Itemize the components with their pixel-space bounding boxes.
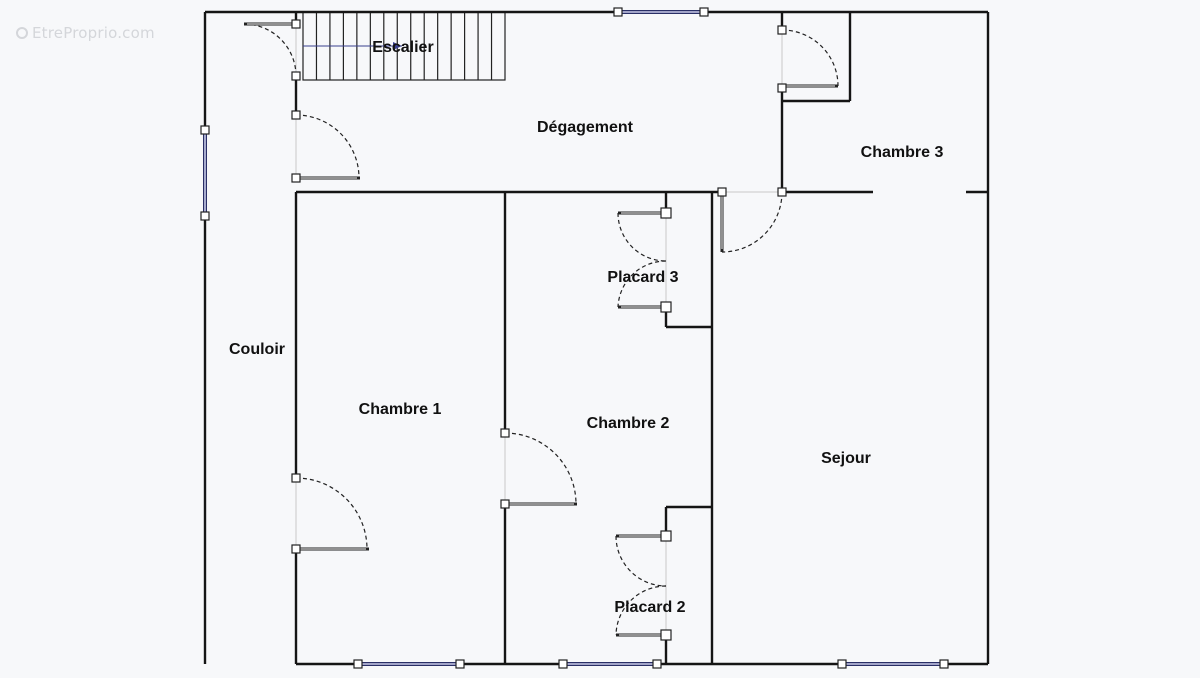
door-chambre2[interactable] xyxy=(504,432,577,506)
watermark: EtreProprio.com xyxy=(16,24,155,42)
copyright-icon xyxy=(16,27,28,39)
window-west xyxy=(200,125,210,221)
room-label-escalier: Escalier xyxy=(372,39,433,56)
room-label-placard3: Placard 3 xyxy=(607,269,678,286)
room-label-degagement: Dégagement xyxy=(537,119,634,136)
door-openings xyxy=(295,24,783,635)
door-corridor[interactable] xyxy=(295,114,360,180)
watermark-text: EtreProprio.com xyxy=(32,24,155,42)
stair-arrow-icon xyxy=(393,42,402,50)
window-south-sejour xyxy=(837,659,949,669)
door-placard2[interactable] xyxy=(615,534,667,637)
door-placard3[interactable] xyxy=(617,211,667,309)
window-north xyxy=(613,7,709,17)
room-label-chambre1: Chambre 1 xyxy=(359,401,442,418)
room-label-sejour: Sejour xyxy=(821,450,871,467)
window-south-chambre1 xyxy=(353,659,465,669)
room-label-placard2: Placard 2 xyxy=(614,599,685,616)
room-label-couloir: Couloir xyxy=(229,341,285,358)
door-stair[interactable] xyxy=(243,22,297,77)
window-south-chambre2 xyxy=(558,659,662,669)
door-sejour[interactable] xyxy=(720,191,783,253)
walls xyxy=(203,10,990,666)
staircase xyxy=(302,11,506,81)
stair-treads xyxy=(315,12,493,80)
door-closet[interactable] xyxy=(781,29,839,88)
room-label-chambre2: Chambre 2 xyxy=(587,415,670,432)
door-chambre1[interactable] xyxy=(295,477,369,551)
door-jambs xyxy=(291,19,787,641)
room-label-chambre3: Chambre 3 xyxy=(861,144,944,161)
